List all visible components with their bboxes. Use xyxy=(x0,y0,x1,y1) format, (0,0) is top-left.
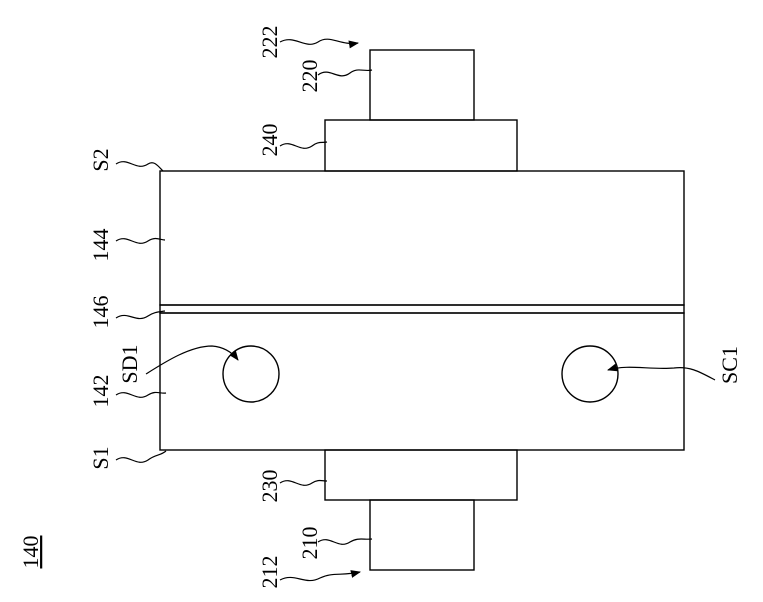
figure-number: 140 xyxy=(18,536,43,569)
leader-144 xyxy=(116,238,165,243)
region-sd1 xyxy=(223,346,279,402)
label-s2: S2 xyxy=(88,148,113,171)
label-144: 144 xyxy=(88,229,113,262)
label-s1: S1 xyxy=(88,446,113,469)
electrode-210 xyxy=(370,500,474,570)
leader-s2 xyxy=(116,162,163,171)
leader-240 xyxy=(280,142,327,148)
label-230: 230 xyxy=(257,470,282,503)
leader-210 xyxy=(318,539,372,544)
leader-212 xyxy=(280,572,360,581)
label-sc1: SC1 xyxy=(717,346,742,384)
label-142: 142 xyxy=(88,375,113,408)
electrode-230 xyxy=(325,450,517,500)
leader-222 xyxy=(280,39,358,44)
electrode-220 xyxy=(370,50,474,120)
electrode-240 xyxy=(325,120,517,171)
leader-230 xyxy=(280,481,327,486)
label-222: 222 xyxy=(257,26,282,59)
layer-144 xyxy=(160,171,684,305)
leader-sc1 xyxy=(608,367,715,380)
leader-146 xyxy=(116,311,165,319)
leader-s1 xyxy=(116,451,166,462)
label-212: 212 xyxy=(257,556,282,589)
layer-146 xyxy=(160,305,684,313)
label-210: 210 xyxy=(297,527,322,560)
label-220: 220 xyxy=(297,60,322,93)
leader-142 xyxy=(116,392,166,397)
region-sc1 xyxy=(562,346,618,402)
layer-142 xyxy=(160,313,684,450)
leader-220 xyxy=(318,70,372,76)
label-sd1: SD1 xyxy=(117,344,142,383)
label-146: 146 xyxy=(88,296,113,329)
label-240: 240 xyxy=(257,124,282,157)
